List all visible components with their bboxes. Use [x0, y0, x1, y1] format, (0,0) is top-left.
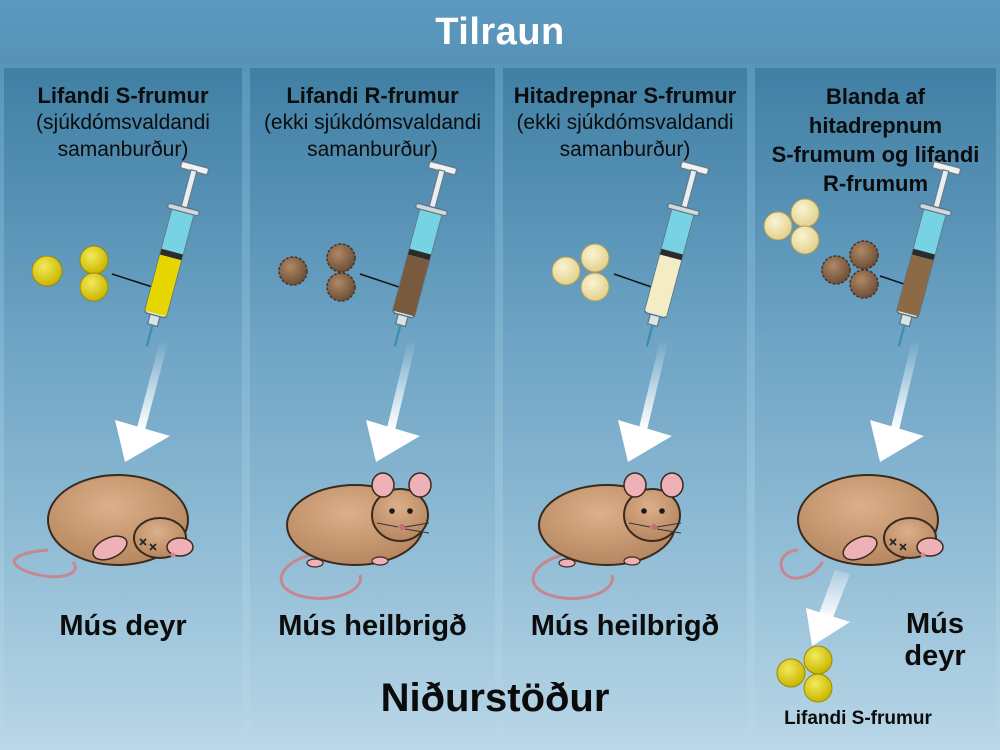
result-line1: Mús [906, 608, 964, 640]
panel-subheading-line1: (ekki sjúkdómsvaldandi [263, 111, 482, 134]
recovered-cells-label: Lifandi S-frumur [784, 708, 932, 729]
panel-title: Lifandi R-frumur (ekki sjúkdómsvaldandi … [250, 82, 495, 163]
panel-heat-killed-s-cells: Hitadrepnar S-frumur (ekki sjúkdómsvalda… [503, 68, 747, 750]
panel-subheading-line2: samanburður) [307, 138, 438, 161]
panel-heading-line3: S-frumum og lifandi [771, 142, 980, 167]
result-line2: deyr [904, 640, 966, 672]
panel-mixture: Blanda af hitadrepnum S-frumum og lifand… [755, 68, 996, 750]
panel-heading: Lifandi S-frumur [37, 83, 209, 108]
result-label: Mús heilbrigð [530, 610, 720, 642]
panel-subheading-line1: (sjúkdómsvaldandi [36, 111, 210, 134]
panel-title: Blanda af hitadrepnum S-frumum og lifand… [755, 82, 996, 198]
panel-subheading-line2: samanburður) [57, 138, 189, 161]
title-bar: Tilraun [0, 0, 1000, 64]
panel-subheading-line1: (ekki sjúkdómsvaldandi [516, 111, 734, 134]
panel-heading-line2: hitadrepnum [808, 113, 943, 138]
panel-title: Lifandi S-frumur (sjúkdómsvaldandi saman… [4, 82, 242, 163]
result-label: Mús deyr [885, 608, 985, 672]
panel-title: Hitadrepnar S-frumur (ekki sjúkdómsvalda… [503, 82, 747, 163]
panel-live-r-cells: Lifandi R-frumur (ekki sjúkdómsvaldandi … [250, 68, 495, 750]
panel-subheading-line2: samanburður) [559, 138, 691, 161]
panel-heading-line4: R-frumum [822, 171, 929, 196]
panel-live-s-cells: Lifandi S-frumur (sjúkdómsvaldandi saman… [4, 68, 242, 750]
result-label: Mús deyr [59, 610, 187, 642]
panel-heading-line1: Blanda af [825, 84, 926, 109]
page-title: Tilraun [435, 10, 565, 53]
panel-heading: Lifandi R-frumur [286, 83, 459, 108]
panel-heading: Hitadrepnar S-frumur [513, 83, 737, 108]
result-label: Mús heilbrigð [278, 610, 467, 642]
results-heading: Niðurstöður [380, 676, 610, 720]
